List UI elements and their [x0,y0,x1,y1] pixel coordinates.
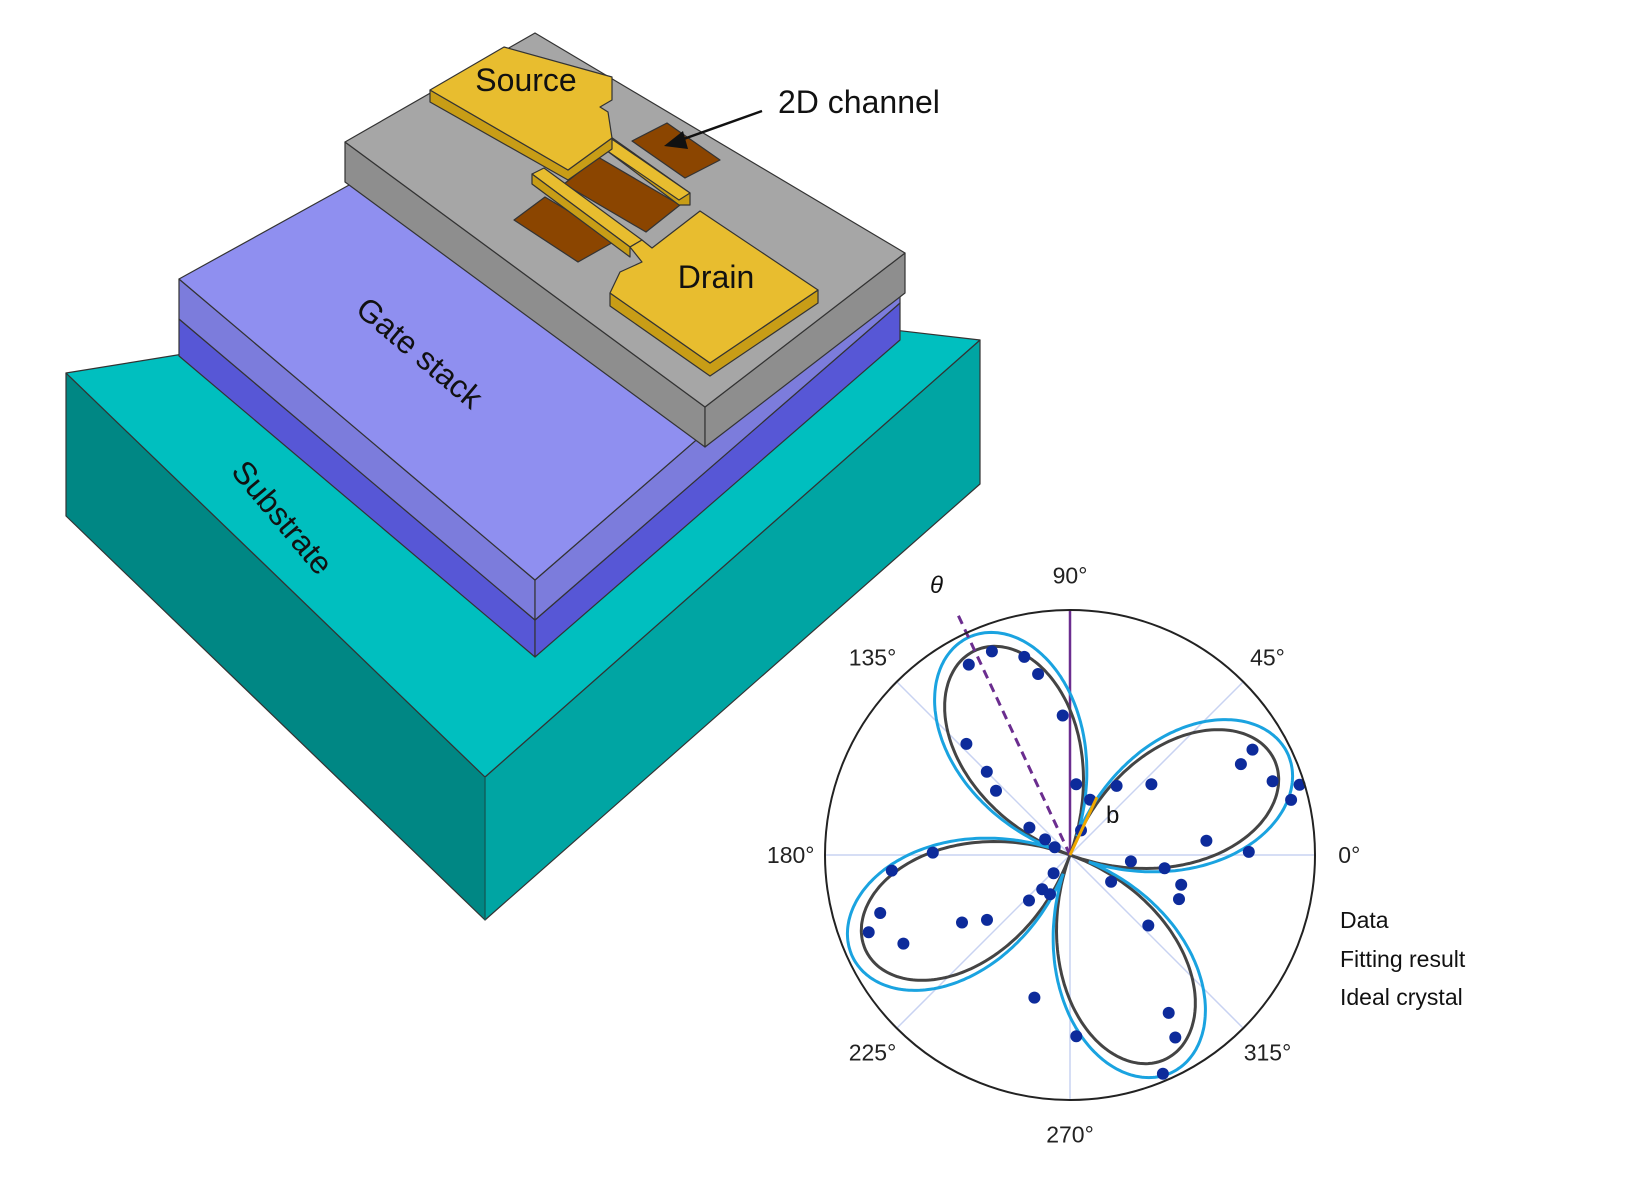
legend: Data Fitting result Ideal crystal [1340,907,1466,1010]
legend-data: Data [1340,907,1389,933]
polar-chart: 0° 45° 90° 135° 180° 225° 270° 315° θ b [767,563,1360,1148]
data-point [1162,1006,1175,1019]
fitting-result-curve [845,630,1295,1080]
data-point [1056,709,1069,722]
b-axis-label: b [1106,802,1119,829]
angle-tick-0: 0° [1338,842,1360,868]
data-point [962,658,975,671]
data-point [1110,779,1123,792]
data-point [1032,668,1045,680]
angle-tick-45: 45° [1250,645,1285,671]
data-point [980,765,993,778]
data-point [1039,833,1052,846]
data-point [990,784,1002,797]
data-point [956,916,968,929]
grid-spoke-45 [1069,681,1244,856]
data-point [874,907,887,919]
theta-label: θ [930,572,943,599]
data-point [926,846,939,859]
data-point [1156,1067,1169,1080]
grid-spoke-225 [896,854,1071,1029]
b-axis-line [1068,796,1099,856]
drain-finger-side [531,173,631,258]
data-point [1142,919,1155,932]
angle-tick-315: 315° [1244,1039,1292,1065]
data-points [862,645,1306,1080]
data-point [1145,778,1158,791]
angle-tick-270: 270° [1046,1121,1094,1147]
data-point [1124,855,1137,868]
channel-annotation: 2D channel [664,84,940,149]
channel-arrow-line [677,109,763,143]
data-point [1018,650,1031,663]
source-electrode: Source [429,46,691,206]
data-point [1234,758,1247,771]
data-point [1175,878,1188,891]
channel-label: 2D channel [778,84,940,120]
data-point [1293,778,1306,791]
data-point [1242,845,1255,858]
data-point [1023,894,1035,907]
data-point [1173,893,1185,906]
data-point [862,926,875,939]
legend-fitting-result: Fitting result [1340,946,1466,972]
angle-tick-225: 225° [849,1039,897,1065]
data-point [1266,775,1279,788]
channel-flake-1 [631,122,721,179]
source-label: Source [475,62,576,98]
polar-angle-ticks: 0° 45° 90° 135° 180° 225° 270° 315° [767,563,1360,1148]
data-point [1285,793,1298,806]
drain-pad-top [609,210,819,364]
data-point [1044,888,1056,901]
data-point [1028,991,1041,1004]
channel-arrowhead [664,131,688,149]
legend-ideal-crystal: Ideal crystal [1340,984,1463,1010]
data-point [1070,1030,1083,1043]
polar-frame [824,609,1316,1101]
data-point [981,913,993,926]
device-schematic: Source Drain 2D channel Gate stack Subst… [65,32,981,921]
data-point [1200,834,1213,847]
ideal-crystal-curve [859,644,1281,1066]
grid-spoke-315 [1069,854,1244,1029]
data-point [1048,841,1061,854]
data-point [960,737,973,750]
data-point [1047,867,1060,880]
drain-electrode: Drain [531,167,819,377]
drain-label: Drain [678,259,754,295]
data-point [1070,778,1083,791]
angle-tick-135: 135° [849,645,897,671]
data-point [985,645,998,658]
data-point [897,937,910,950]
data-point [1169,1031,1182,1044]
angle-tick-180: 180° [767,842,815,868]
source-pad-top [429,46,613,171]
data-point [1246,743,1259,756]
data-point [885,864,898,877]
data-point [1023,821,1036,834]
angle-tick-90: 90° [1053,563,1088,589]
data-point [1158,862,1171,875]
data-point [1105,875,1118,888]
